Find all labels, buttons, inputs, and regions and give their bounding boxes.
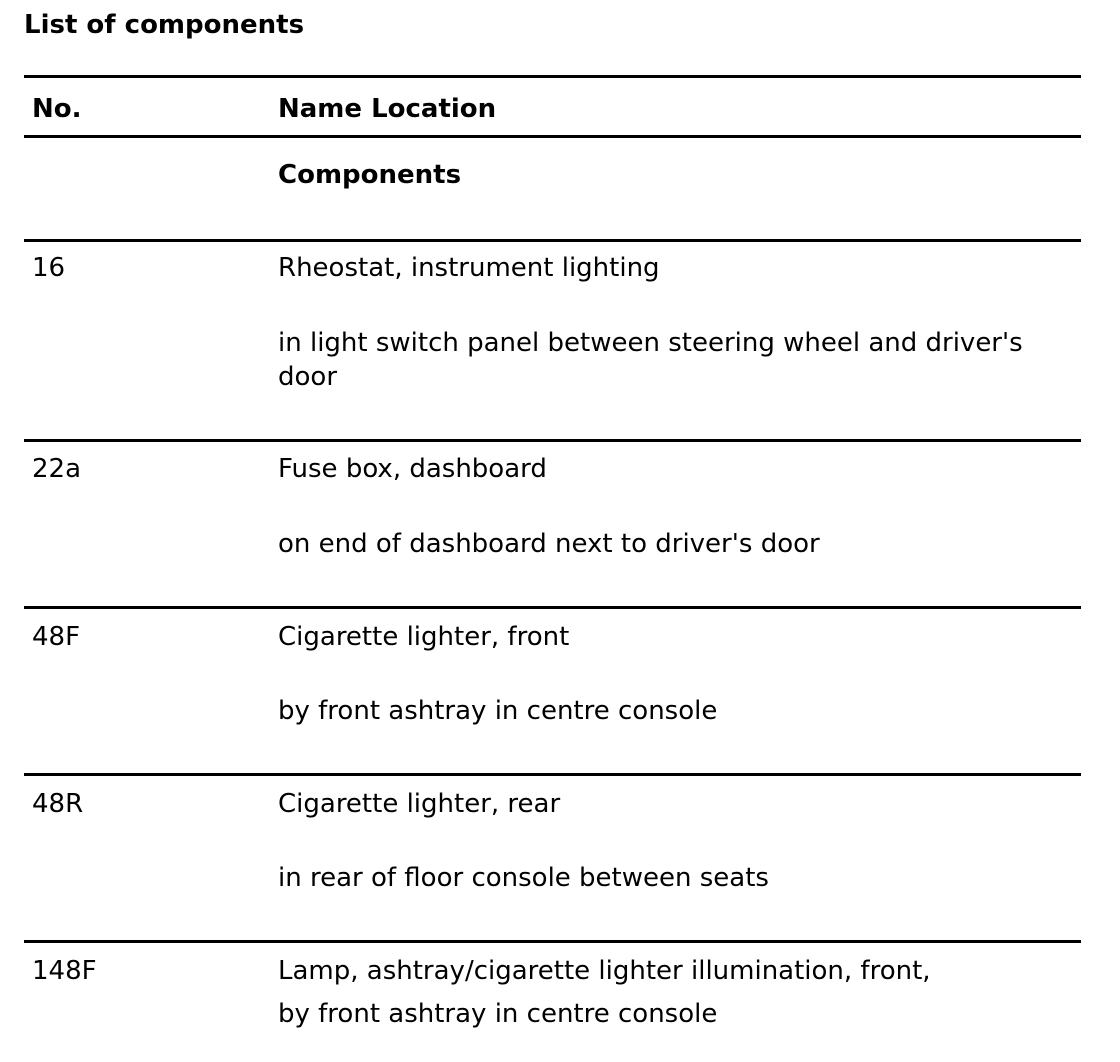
row-divider: [24, 239, 1081, 242]
component-location: in rear of floor console between seats: [278, 863, 769, 893]
component-location: by front ashtray in centre console: [278, 696, 718, 726]
component-name: Lamp, ashtray/cigarette lighter illumina…: [278, 956, 931, 986]
row-divider: [24, 773, 1081, 776]
row-number: 48R: [32, 789, 84, 819]
row-number: 148F: [32, 956, 97, 986]
row-number: 16: [32, 253, 66, 283]
section-heading: Components: [278, 160, 462, 190]
component-name: Rheostat, instrument lighting: [278, 253, 660, 283]
row-divider: [24, 439, 1081, 442]
row-divider: [24, 606, 1081, 609]
component-location: by front ashtray in centre console: [278, 999, 718, 1029]
header-bottom-rule: [24, 135, 1081, 138]
component-name: Cigarette lighter, front: [278, 622, 570, 652]
component-name: Fuse box, dashboard: [278, 454, 547, 484]
component-location: in light switch panel between steering w…: [278, 328, 1023, 392]
component-name: Cigarette lighter, rear: [278, 789, 561, 819]
column-header-name-location: Name Location: [278, 94, 497, 124]
component-location: on end of dashboard next to driver's doo…: [278, 529, 820, 559]
page-title: List of components: [24, 10, 305, 40]
row-number: 48F: [32, 622, 81, 652]
table-top-rule: [24, 75, 1081, 78]
row-number: 22a: [32, 454, 82, 484]
row-divider: [24, 940, 1081, 943]
column-header-no: No.: [32, 94, 82, 124]
